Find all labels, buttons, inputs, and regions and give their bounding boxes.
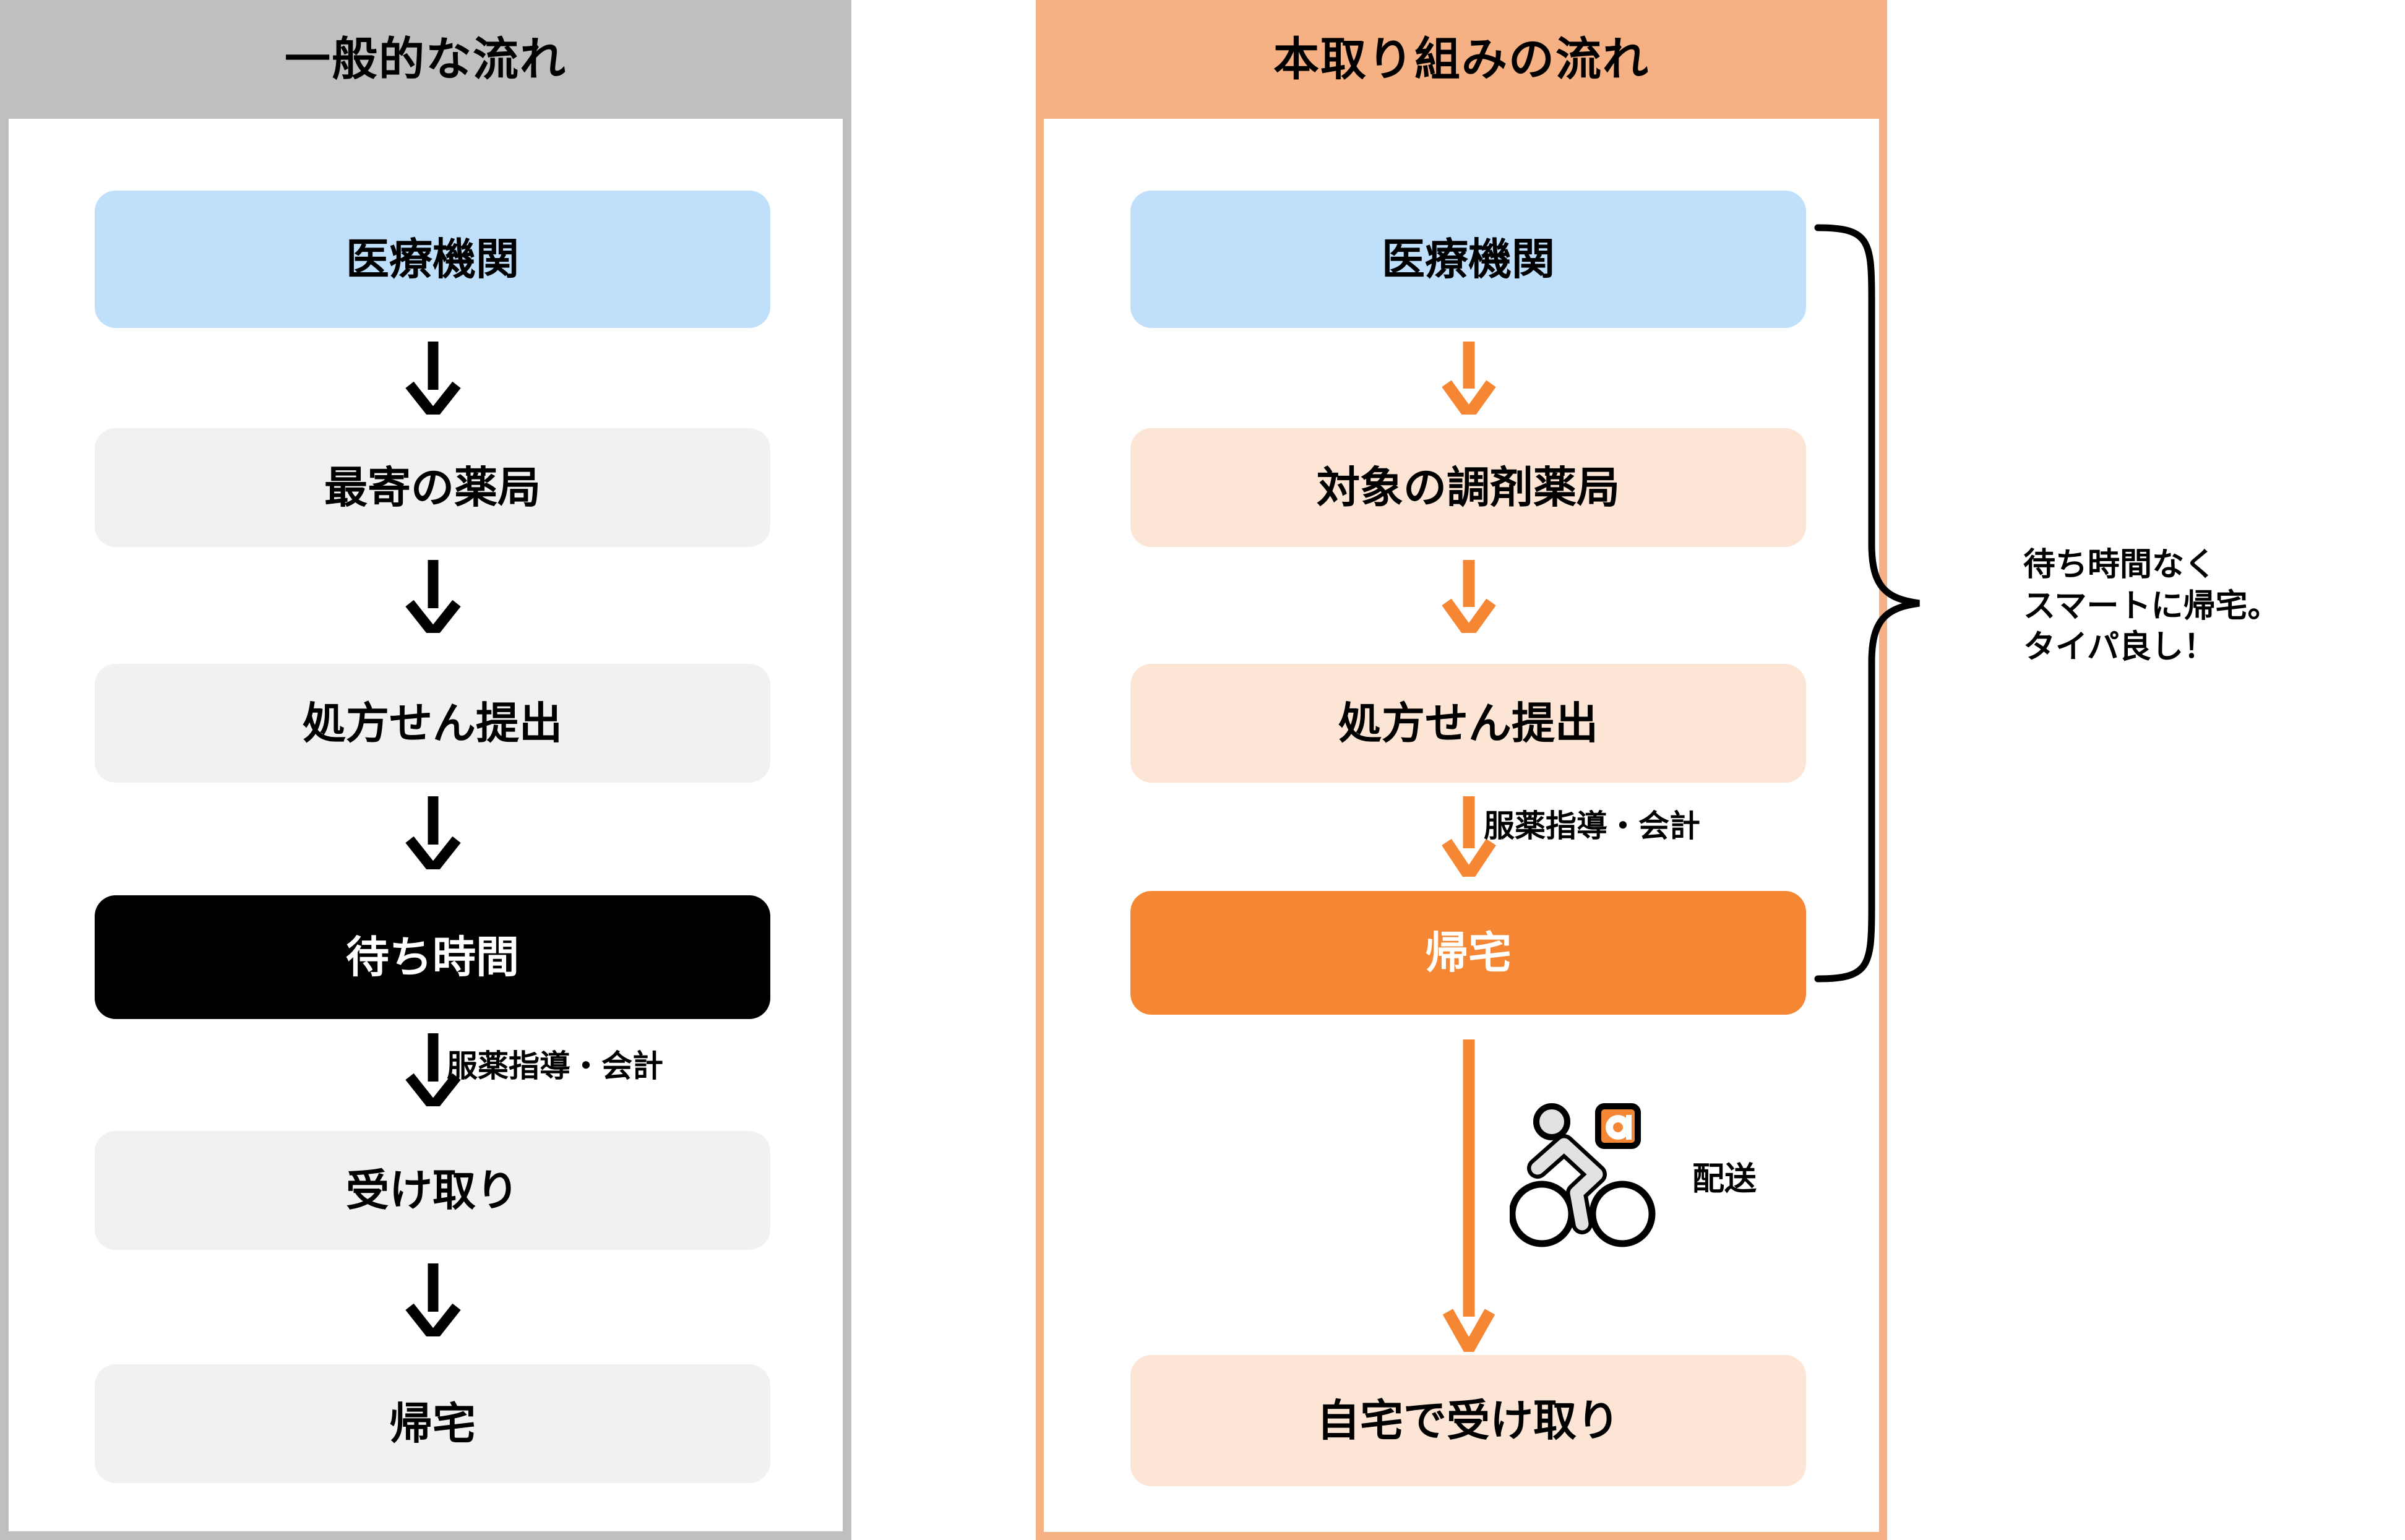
left-step-box-3[interactable]: 処方せん提出 [95, 664, 770, 783]
right-step-box-2[interactable]: 対象の調剤薬局 [1130, 428, 1806, 547]
left-step-box-5[interactable]: 受け取り [95, 1131, 770, 1250]
right-step-box-1[interactable]: 医療機関 [1130, 191, 1806, 328]
left-arrow-1 [396, 342, 470, 415]
right-arrow-1 [1432, 342, 1506, 415]
right-step-box-5[interactable]: 自宅で受け取り [1130, 1355, 1806, 1486]
right-arrow-3-label: 服薬指導・会計 [1484, 809, 1700, 843]
right-panel-title: 本取り組みの流れ [1273, 33, 1650, 85]
left-step-box-4-wait[interactable]: 待ち時間 [95, 895, 770, 1019]
left-arrow-2 [396, 560, 470, 633]
right-step-box-4-home[interactable]: 帰宅 [1130, 891, 1806, 1015]
left-arrow-4-label: 服薬指導・会計 [447, 1049, 663, 1083]
left-step-box-2[interactable]: 最寄の薬局 [95, 428, 770, 547]
right-arrow-3 [1432, 796, 1506, 877]
left-arrow-5 [396, 1263, 470, 1336]
delivery-bicycle-icon [1508, 1101, 1664, 1256]
right-arrow-long-delivery [1439, 1039, 1501, 1352]
brace-bracket [1813, 223, 1924, 984]
right-panel-header: 本取り組みの流れ [1036, 0, 1887, 119]
left-panel-header: 一般的な流れ [0, 0, 851, 119]
right-step-box-3[interactable]: 処方せん提出 [1130, 664, 1806, 783]
right-arrow-2 [1432, 560, 1506, 633]
left-step-box-1[interactable]: 医療機関 [95, 191, 770, 328]
left-arrow-4 [396, 1033, 470, 1106]
delivery-label: 配送 [1692, 1161, 1757, 1197]
left-panel-title: 一般的な流れ [285, 33, 567, 85]
callout-text: 待ち時間なく スマートに帰宅。 タイパ良し！ [2023, 547, 2280, 666]
left-arrow-3 [396, 796, 470, 869]
left-step-box-6[interactable]: 帰宅 [95, 1364, 770, 1483]
